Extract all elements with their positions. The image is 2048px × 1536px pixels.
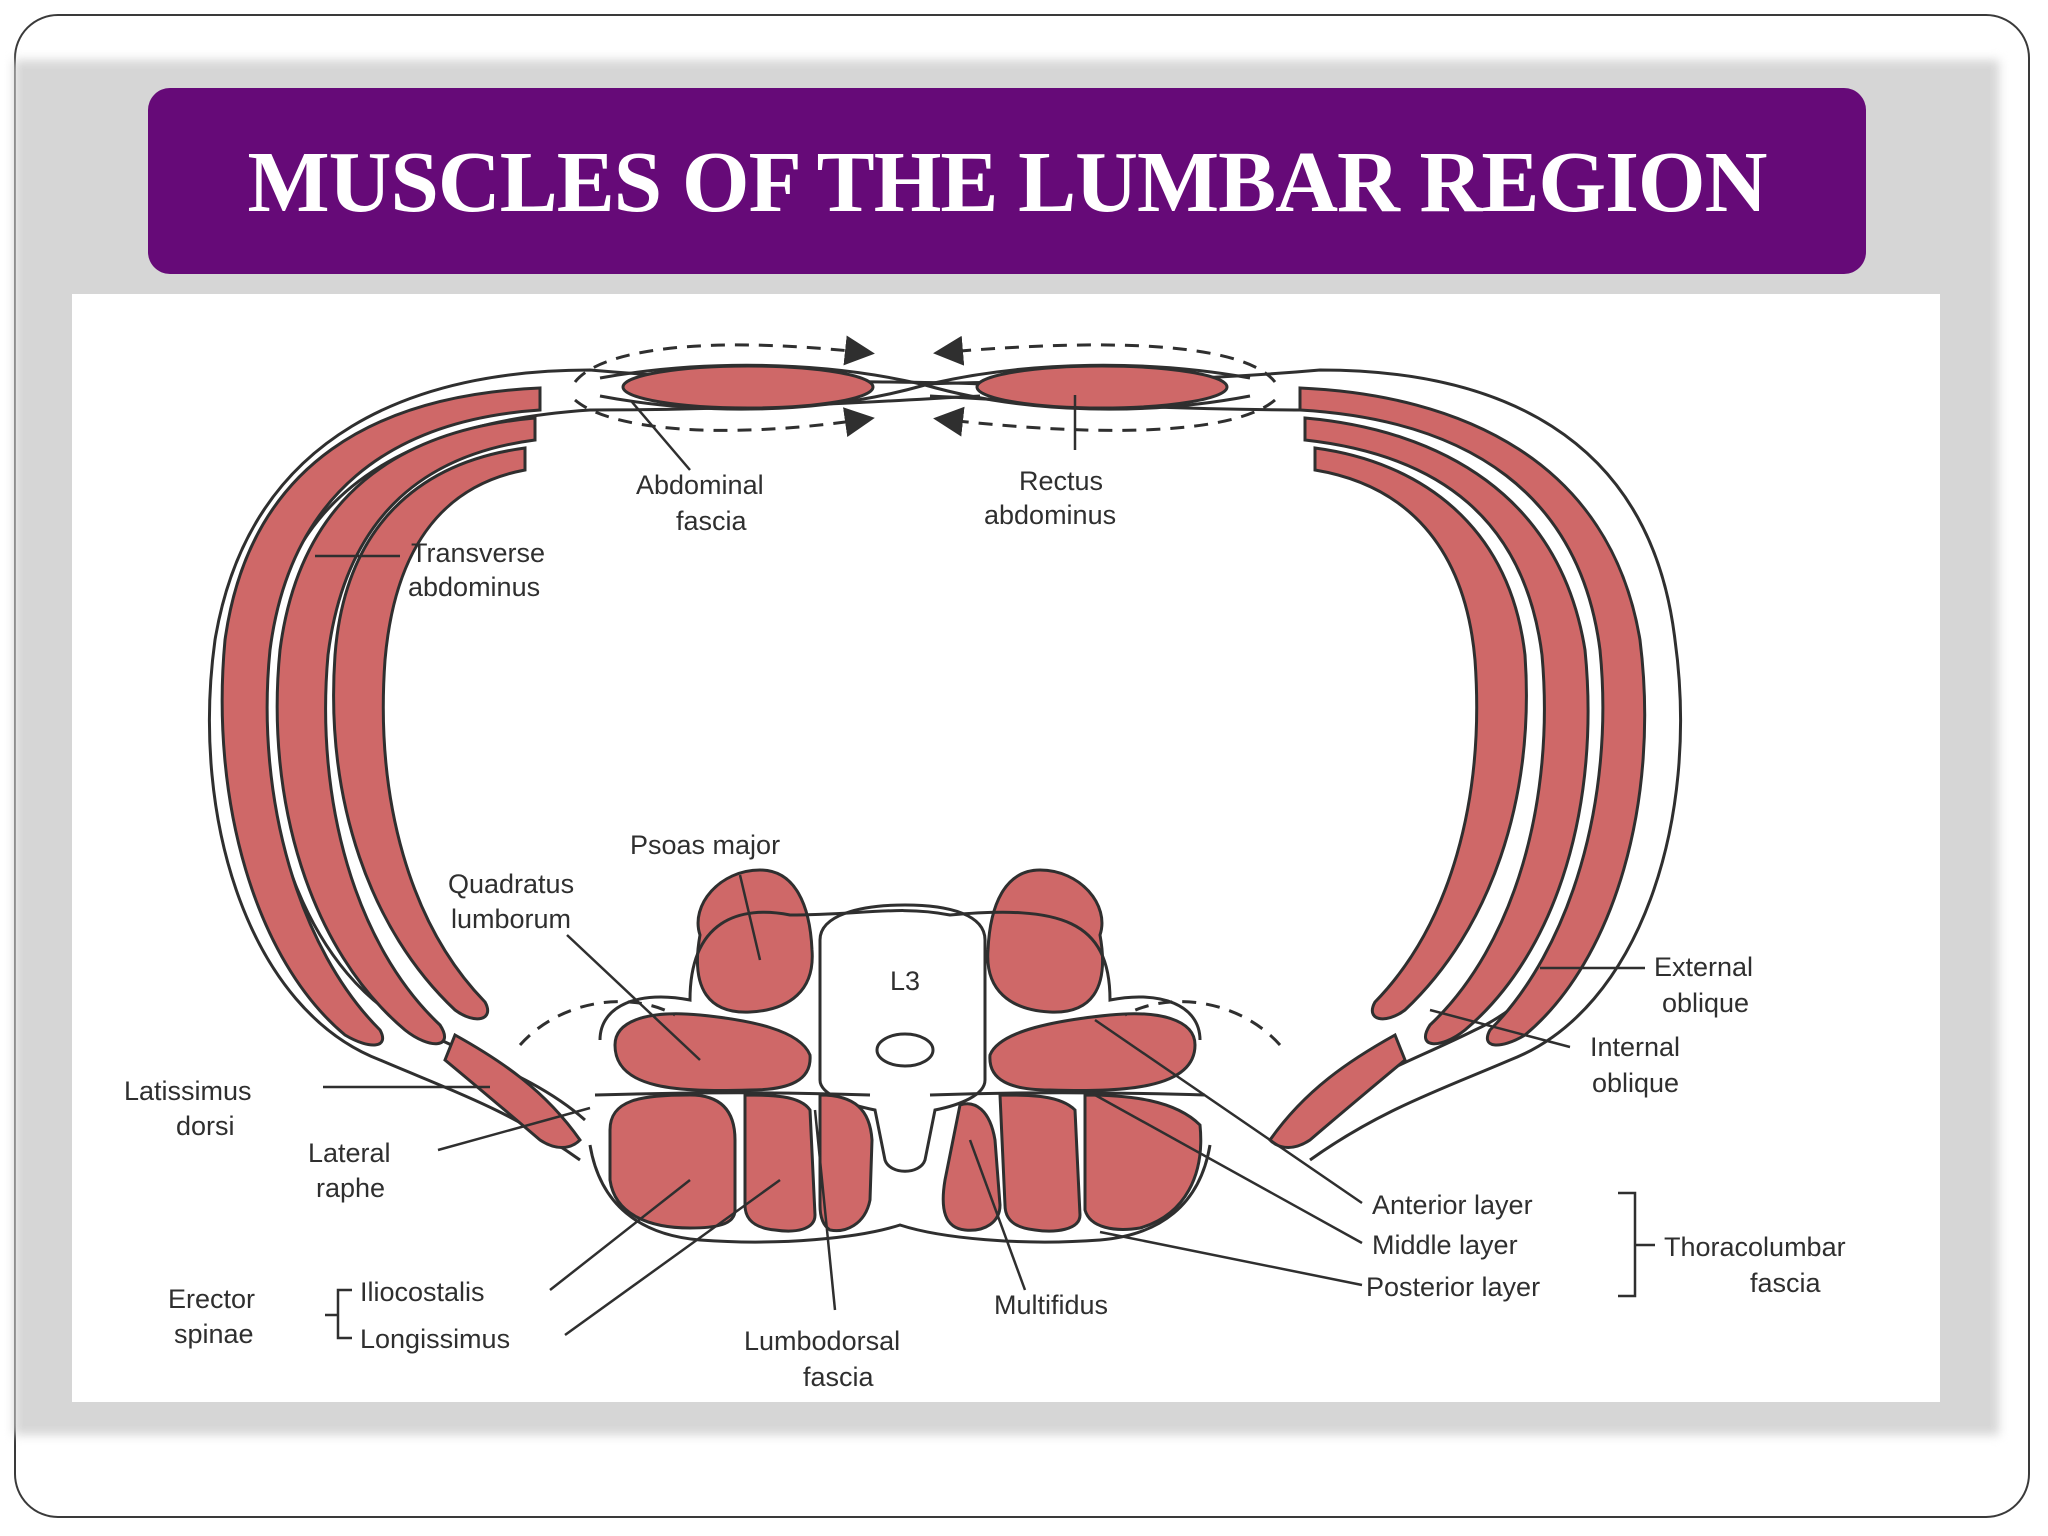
right-internal-oblique-muscle: [1303, 416, 1590, 1046]
right-multifidus-muscle: [941, 1102, 1002, 1232]
label-abdominal-fascia-1: Abdominal: [636, 470, 764, 500]
label-quadratus-lumborum-2: lumborum: [451, 904, 571, 934]
label-internal-oblique-2: oblique: [1592, 1068, 1679, 1098]
leader-abdominal-fascia: [631, 401, 691, 471]
leader-lumbodorsal-fascia: [813, 1109, 837, 1311]
label-latissimus-dorsi-1: Latissimus: [124, 1076, 252, 1106]
right-rectus-abdominus-muscle: [975, 364, 1229, 410]
spinal-canal: [875, 1032, 935, 1068]
leader-posterior-layer: [1099, 1230, 1363, 1287]
right-transverse-abdominus-muscle: [1313, 446, 1528, 1021]
label-lumbodorsal-fascia-2: fascia: [803, 1362, 875, 1392]
left-upper-dashed-arc: [573, 335, 875, 383]
label-lumbodorsal-fascia-1: Lumbodorsal: [744, 1326, 900, 1356]
left-rectus-abdominus-muscle: [621, 364, 875, 410]
leader-lines: [315, 395, 1655, 1340]
right-iliocostalis-muscle: [1083, 1093, 1203, 1231]
left-ql-dashed-arc: [518, 1000, 676, 1046]
left-external-oblique-muscle: [220, 386, 542, 1047]
thoracolumbar-bracket: [1618, 1191, 1655, 1298]
left-iliocostalis-muscle: [608, 1093, 737, 1230]
rectus-sheath-arrows: [573, 335, 1277, 437]
label-abdominal-fascia-2: fascia: [676, 506, 748, 536]
left-longissimus-muscle: [743, 1093, 817, 1233]
label-rectus-abdominus-1: Rectus: [1019, 466, 1103, 496]
label-middle-layer: Middle layer: [1372, 1230, 1518, 1260]
label-lateral-raphe-2: raphe: [316, 1173, 385, 1203]
vertebra-label: L3: [890, 966, 920, 996]
left-quadratus-lumborum-muscle: [613, 1012, 812, 1092]
left-transverse-abdominus-muscle: [332, 446, 527, 1021]
label-rectus-abdominus-2: abdominus: [984, 500, 1116, 530]
label-erector-spinae-2: spinae: [174, 1319, 254, 1349]
linea-alba: [599, 363, 1251, 411]
label-latissimus-dorsi-2: dorsi: [176, 1111, 235, 1141]
leader-iliocostalis: [549, 1179, 691, 1291]
right-lower-dashed-arc: [933, 398, 1276, 437]
leader-multifidus: [968, 1139, 1027, 1291]
label-transverse-abdominus-1: Transverse: [411, 538, 545, 568]
slide-title: MUSCLES OF THE LUMBAR REGION: [247, 132, 1768, 230]
right-quadratus-lumborum-muscle: [988, 1012, 1197, 1092]
left-internal-oblique-muscle: [275, 416, 537, 1046]
leader-quadratus-lumborum: [566, 934, 701, 1061]
label-external-oblique-2: oblique: [1662, 988, 1749, 1018]
right-latissimus-dorsi-muscle: [1268, 1032, 1407, 1149]
erector-spinae-bracket: [325, 1288, 352, 1340]
leader-anterior-layer: [1094, 1018, 1363, 1205]
label-external-oblique-1: External: [1654, 952, 1753, 982]
label-transverse-abdominus-2: abdominus: [408, 572, 540, 602]
label-internal-oblique-1: Internal: [1590, 1032, 1680, 1062]
leader-lateral-raphe: [437, 1106, 591, 1152]
labels: Abdominal fascia Rectus abdominus Transv…: [124, 466, 1846, 1392]
label-psoas-major: Psoas major: [630, 830, 780, 860]
right-external-oblique-muscle: [1298, 386, 1647, 1047]
anterior-layer-fascia: [598, 909, 1202, 1041]
label-thoracolumbar-fascia-2: fascia: [1750, 1268, 1822, 1298]
label-erector-spinae-1: Erector: [168, 1284, 255, 1314]
middle-layer-fascia: [594, 1091, 1206, 1097]
leader-internal-oblique: [1429, 1008, 1571, 1049]
ql-dashed-arcs: [518, 1000, 1282, 1046]
left-lower-dashed-arc: [574, 398, 875, 437]
leader-longissimus: [564, 1178, 781, 1337]
label-anterior-layer: Anterior layer: [1372, 1190, 1533, 1220]
leader-middle-layer: [1094, 1093, 1363, 1245]
leader-psoas-major: [738, 874, 762, 961]
right-ql-dashed-arc: [1124, 1000, 1282, 1046]
right-upper-dashed-arc: [933, 335, 1277, 383]
label-quadratus-lumborum-1: Quadratus: [448, 869, 574, 899]
label-multifidus: Multifidus: [994, 1290, 1108, 1320]
title-banner: MUSCLES OF THE LUMBAR REGION: [148, 88, 1866, 274]
label-longissimus: Longissimus: [360, 1324, 510, 1354]
left-multifidus-muscle: [818, 1093, 874, 1233]
label-lateral-raphe-1: Lateral: [308, 1138, 391, 1168]
right-longissimus-muscle: [998, 1093, 1082, 1233]
label-iliocostalis: Iliocostalis: [360, 1277, 485, 1307]
posterior-layer-fascia: [588, 1144, 1212, 1244]
right-psoas-major-muscle: [986, 868, 1105, 1014]
label-thoracolumbar-fascia-1: Thoracolumbar: [1664, 1232, 1846, 1262]
label-posterior-layer: Posterior layer: [1366, 1272, 1540, 1302]
